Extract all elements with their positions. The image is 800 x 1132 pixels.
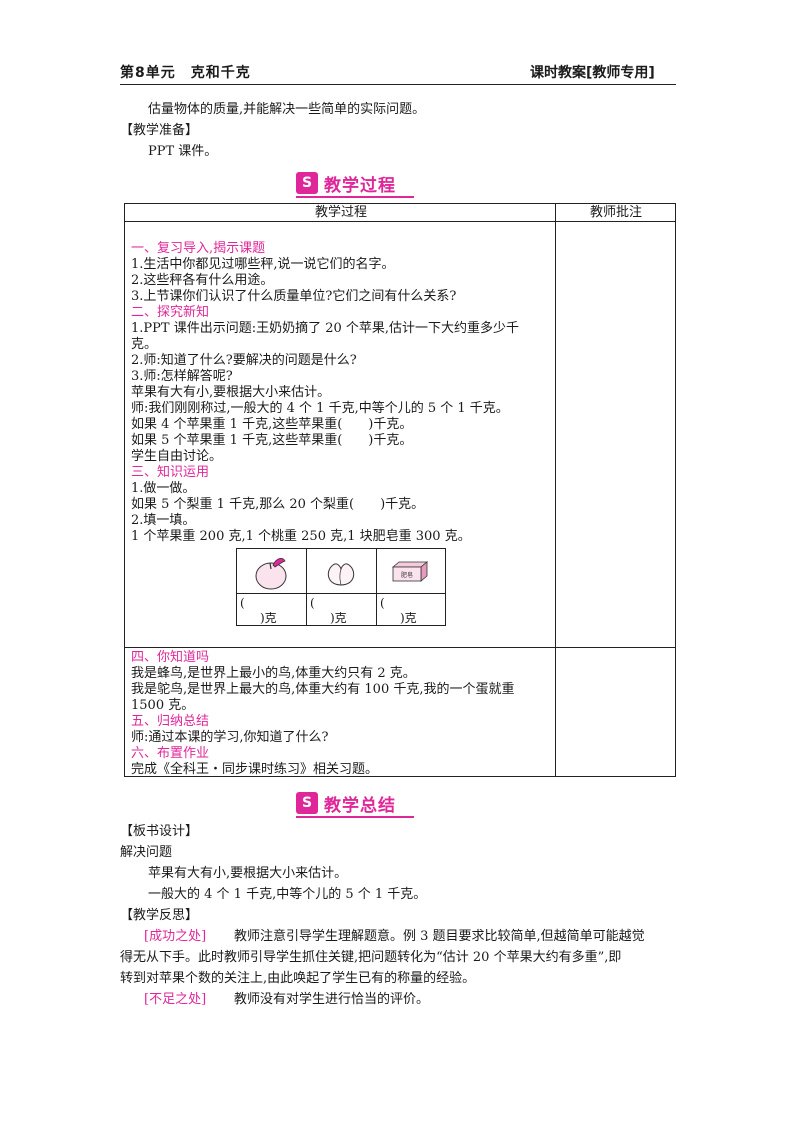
brand-logo-icon: S (296, 792, 318, 814)
list-item: 1.PPT 课件出示问题:王奶奶摘了 20 个苹果,估计一下大约重多少千 (131, 321, 520, 336)
blank-close: )克 (330, 611, 347, 625)
list-item: 如果 5 个苹果重 1 千克,这些苹果重( )千克。 (131, 433, 413, 448)
soap-icon: 肥皂 (391, 561, 429, 582)
blank-open: ( (240, 596, 245, 610)
list-item: 完成《全科王・同步课时练习》相关习题。 (131, 762, 379, 777)
list-item: 如果 5 个梨重 1 千克,那么 20 个梨重( )千克。 (131, 497, 425, 512)
blank-open: ( (380, 596, 385, 610)
section-divider (125, 647, 675, 648)
apple-icon (255, 557, 287, 590)
section4-heading: 四、你知道吗 (131, 650, 210, 665)
list-item: 1.做一做。 (131, 481, 196, 496)
blank-close: )克 (260, 611, 277, 625)
list-item: 2.填一填。 (131, 513, 196, 528)
list-item: 师:我们刚刚称过,一般大的 4 个 1 千克,中等个儿的 5 个 1 千克。 (131, 401, 509, 416)
peach-icon (327, 563, 355, 586)
fruit-weight-table: 肥皂 ( )克 ( )克 ( )克 (236, 548, 446, 626)
board-title: 解决问题 (120, 845, 173, 860)
reflection-heading: 【教学反思】 (120, 908, 199, 923)
cell-divider (306, 549, 307, 625)
list-item: 我是鸵鸟,是世界上最大的鸟,体重大约有 100 千克,我的一个蛋就重 (131, 682, 515, 697)
list-item: 苹果有大有小,要根据大小来估计。 (131, 385, 331, 400)
process-banner: S 教学过程 (296, 170, 414, 198)
header-row-divider (125, 221, 675, 222)
list-item: 如果 4 个苹果重 1 千克,这些苹果重( )千克。 (131, 417, 413, 432)
section5-heading: 五、归纳总结 (131, 714, 210, 729)
col-header-process: 教学过程 (315, 205, 368, 220)
prep-text: PPT 课件。 (148, 144, 218, 159)
lack-text: 教师没有对学生进行恰当的评价。 (234, 992, 430, 1007)
process-banner-title: 教学过程 (324, 175, 396, 196)
prep-heading: 【教学准备】 (120, 123, 199, 138)
banner-underline (296, 196, 414, 198)
col-header-notes: 教师批注 (590, 205, 643, 220)
success-line: 得无从下手。此时教师引导学生抓住关键,把问题转化为“估计 20 个苹果大约有多重… (120, 950, 622, 965)
list-item: 学生自由讨论。 (131, 449, 223, 464)
lesson-plan-label: 课时教案[教师专用] (530, 65, 655, 81)
section6-heading: 六、布置作业 (131, 746, 210, 761)
summary-banner: S 教学总结 (296, 790, 414, 818)
list-item: 1500 克。 (131, 698, 195, 713)
unit-title: 第8单元 克和千克 (120, 65, 251, 81)
header-divider (120, 84, 676, 85)
list-item: 1.生活中你都见过哪些秤,说一说它们的名字。 (131, 257, 395, 272)
lack-tag: [不足之处] (144, 992, 207, 1007)
success-tag: [成功之处] (144, 929, 207, 944)
blank-close: )克 (400, 611, 417, 625)
section2-heading: 二、探究新知 (131, 305, 210, 320)
list-item: 我是蜂鸟,是世界上最小的鸟,体重大约只有 2 克。 (131, 666, 416, 681)
cell-divider (376, 549, 377, 625)
board-line: 一般大的 4 个 1 千克,中等个儿的 5 个 1 千克。 (148, 887, 427, 902)
column-divider (555, 204, 556, 776)
list-item: 3.上节课你们认识了什么质量单位?它们之间有什么关系? (131, 289, 457, 304)
list-item: 克。 (131, 337, 158, 352)
soap-label: 肥皂 (401, 571, 413, 579)
row-divider (237, 593, 445, 594)
brand-logo-icon: S (296, 172, 318, 194)
board-line: 苹果有大有小,要根据大小来估计。 (148, 866, 348, 881)
success-line: 教师注意引导学生理解题意。例 3 题目要求比较简单,但越简单可能越觉 (234, 929, 645, 944)
list-item: 2.师:知道了什么?要解决的问题是什么? (131, 353, 357, 368)
process-table: 教学过程 教师批注 (124, 203, 676, 777)
section3-heading: 三、知识运用 (131, 465, 210, 480)
success-line: 转到对苹果个数的关注上,由此唤起了学生已有的称量的经验。 (120, 971, 476, 986)
section1-heading: 一、复习导入,揭示课题 (131, 241, 266, 256)
list-item: 2.这些秤各有什么用途。 (131, 273, 274, 288)
blank-open: ( (310, 596, 315, 610)
board-heading: 【板书设计】 (120, 824, 199, 839)
list-item: 1 个苹果重 200 克,1 个桃重 250 克,1 块肥皂重 300 克。 (131, 529, 471, 544)
list-item: 师:通过本课的学习,你知道了什么? (131, 730, 329, 745)
list-item: 3.师:怎样解答呢? (131, 369, 233, 384)
objective-line: 估量物体的质量,并能解决一些简单的实际问题。 (148, 102, 426, 117)
banner-underline (296, 816, 414, 818)
summary-banner-title: 教学总结 (324, 795, 396, 816)
